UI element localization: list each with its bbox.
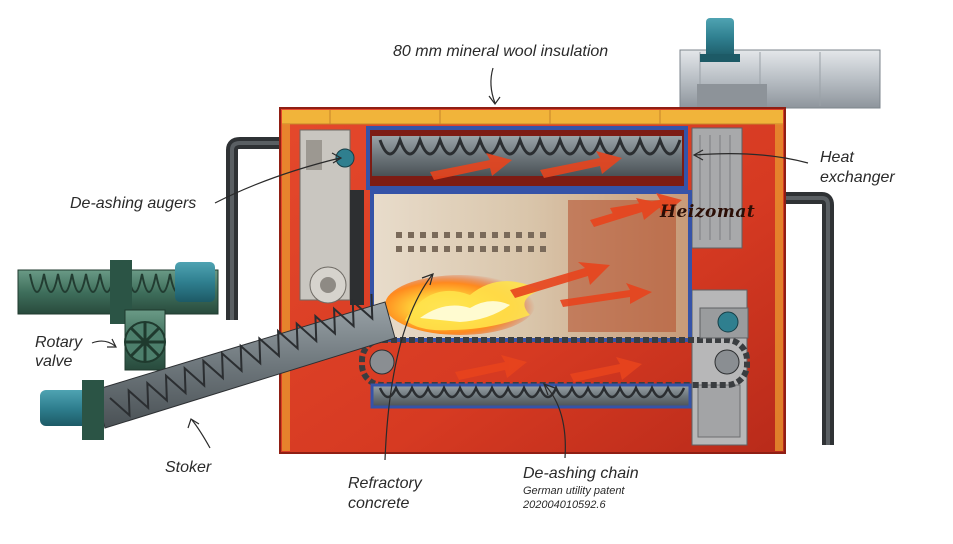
- label-rotary-valve-line1: Rotary: [35, 334, 83, 351]
- stoker-auger: [40, 293, 396, 440]
- label-patent-line1: German utility patent: [523, 485, 625, 497]
- label-heat-exchanger-line2: exchanger: [820, 169, 895, 186]
- label-patent-line2: 202004010592.6: [523, 499, 606, 511]
- gas-flow-arrows: [430, 151, 682, 382]
- flue-fan-motor: [700, 18, 740, 62]
- label-de-ashing-augers: De-ashing augers: [70, 195, 197, 212]
- upper-auger-tube: [335, 126, 688, 190]
- rotary-valve: [124, 309, 166, 371]
- label-stoker: Stoker: [165, 459, 212, 476]
- insulation-layer: [282, 110, 783, 124]
- de-ashing-chain-assembly: [359, 307, 750, 409]
- label-de-ashing-chain: De-ashing chain: [523, 465, 639, 482]
- label-heat-exchanger-line1: Heat: [820, 149, 854, 166]
- leader-lines: [91, 67, 809, 461]
- feed-conveyor: [17, 260, 219, 324]
- air-nozzle-grid: [396, 232, 546, 252]
- label-insulation: 80 mm mineral wool insulation: [393, 43, 609, 60]
- label-rotary-valve-line2: valve: [35, 353, 73, 370]
- label-refractory-line1: Refractory: [348, 475, 422, 492]
- heizomat-logo: Heizomat: [660, 202, 756, 222]
- label-refractory-line2: concrete: [348, 495, 410, 512]
- return-pipe-left: [226, 137, 282, 320]
- flow-pipe-right: [780, 192, 834, 445]
- combustion-chamber: [370, 190, 692, 342]
